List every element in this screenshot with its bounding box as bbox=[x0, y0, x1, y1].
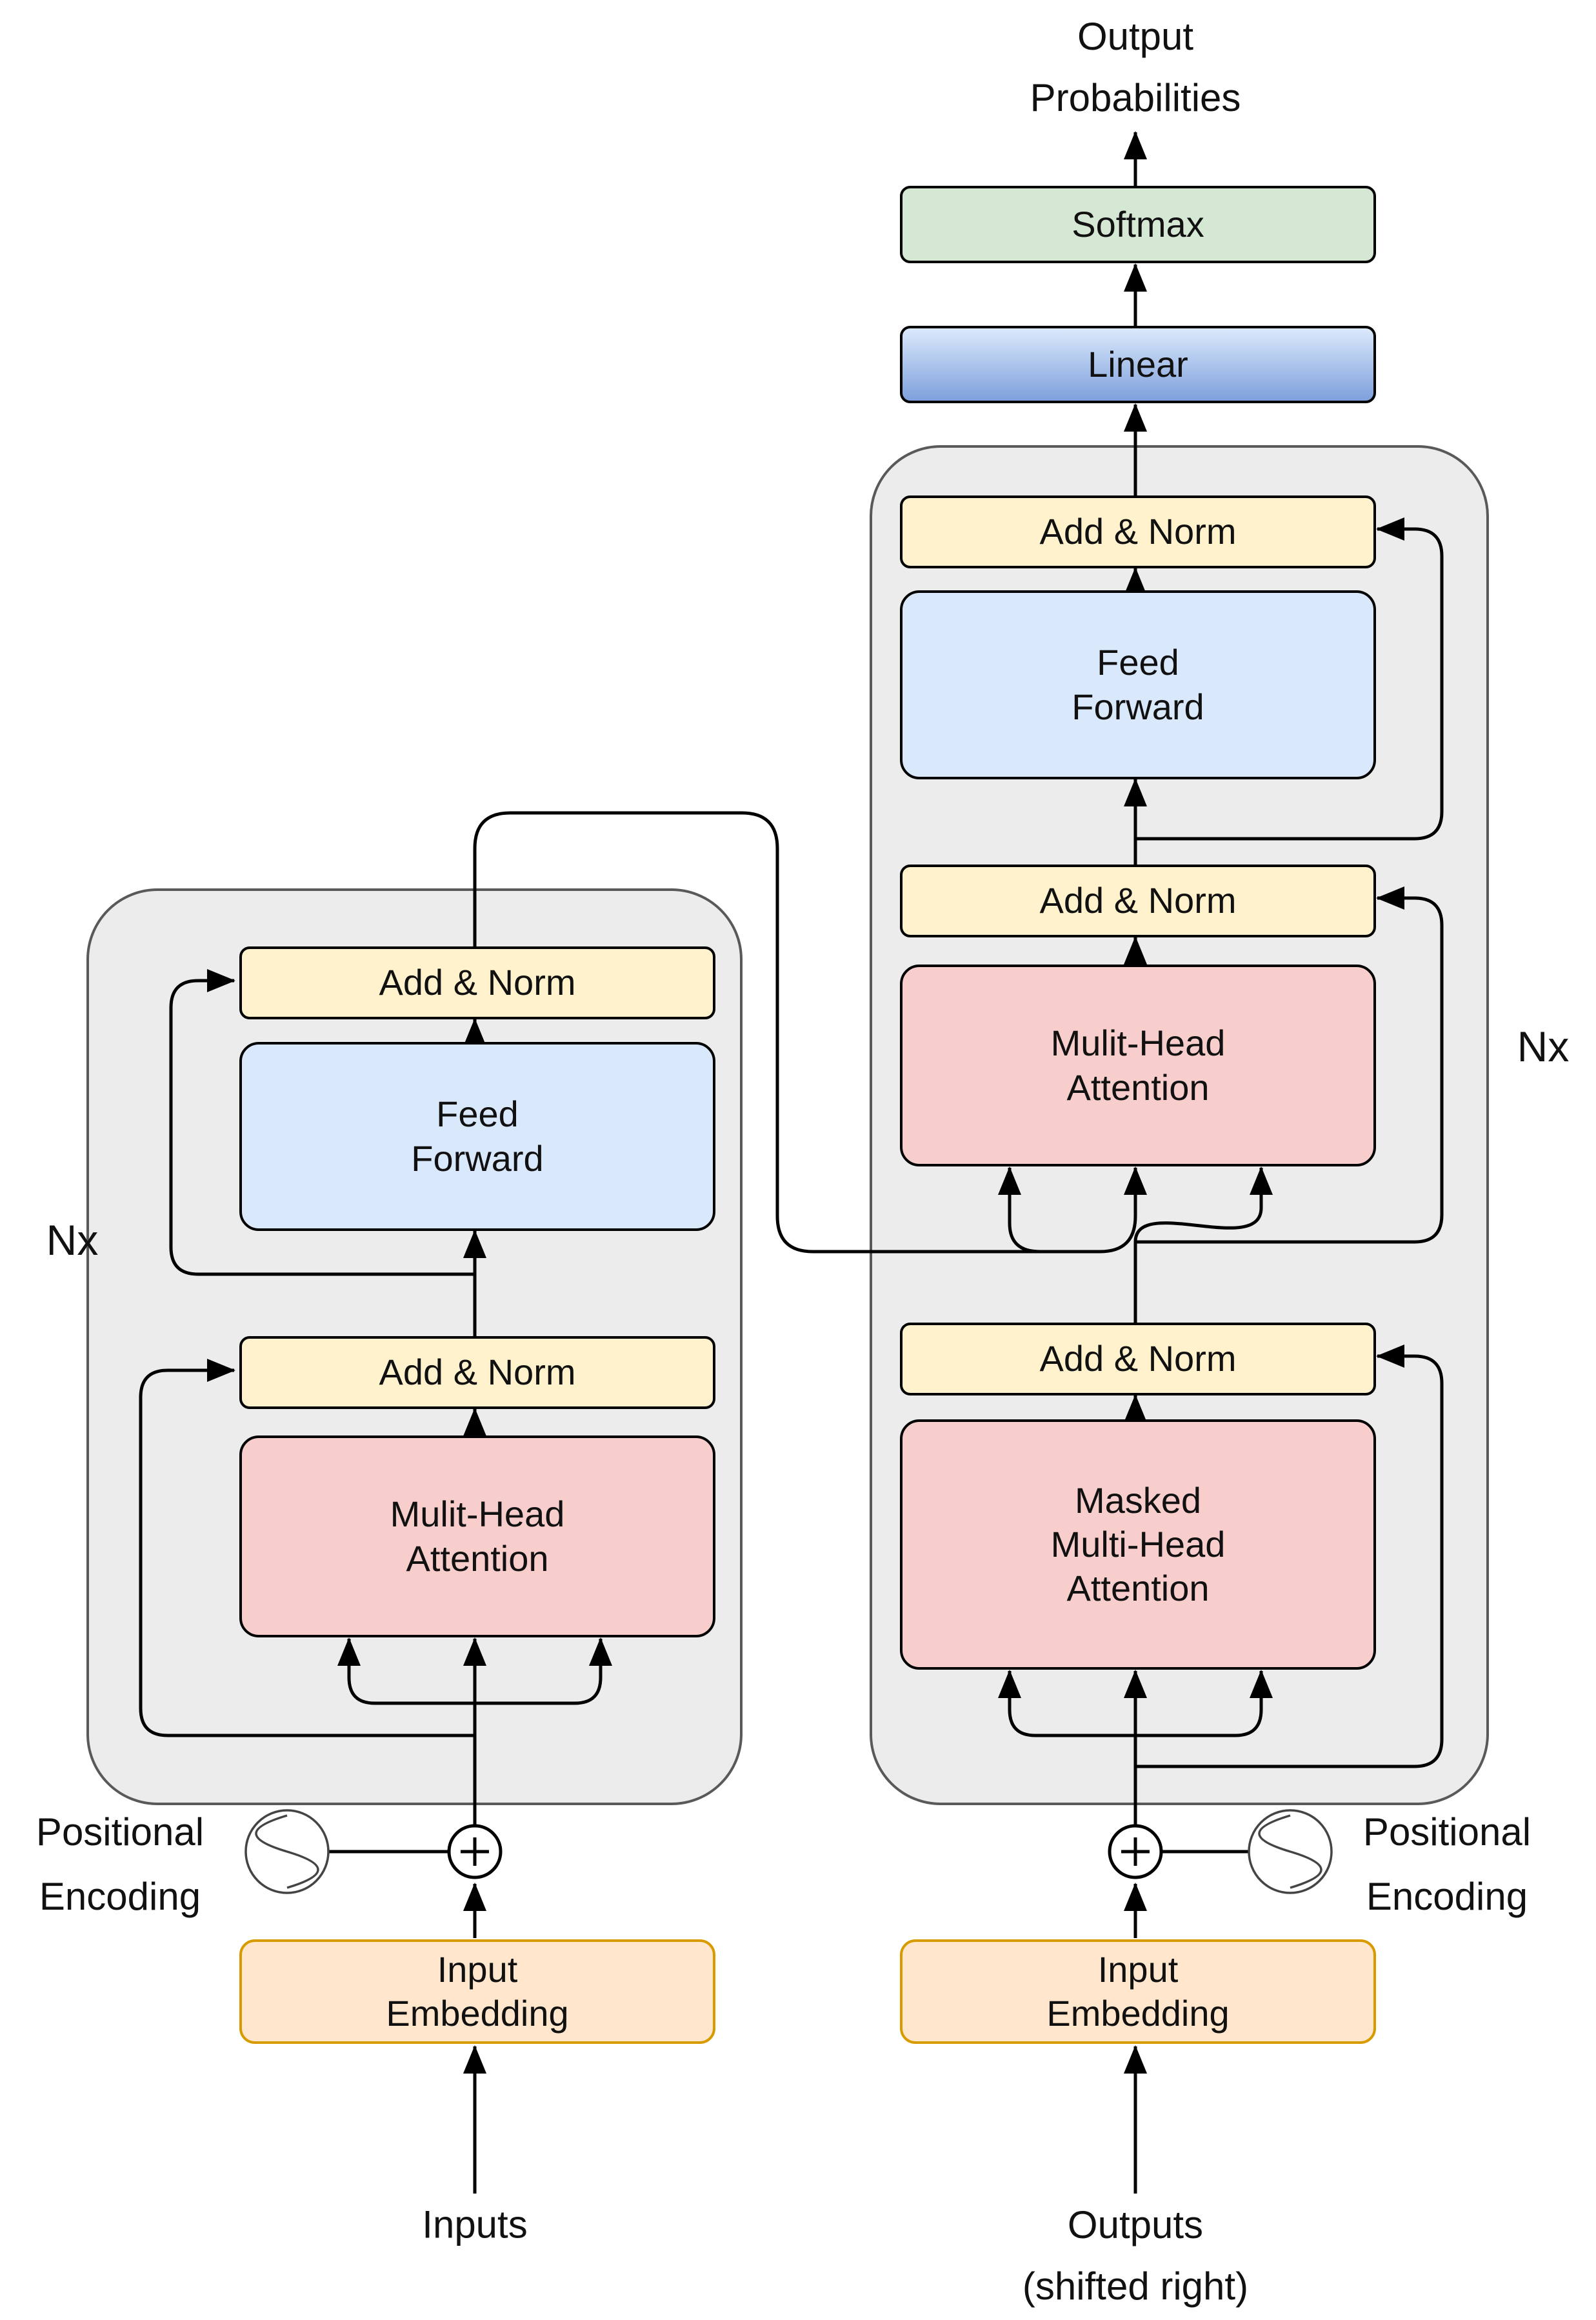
decoder-feed-forward-block: Feed Forward bbox=[900, 590, 1376, 779]
sine-wave-icon-right bbox=[1248, 1809, 1333, 1894]
sine-wave-icon-left bbox=[244, 1809, 330, 1894]
decoder-add-norm-top: Add & Norm bbox=[900, 495, 1376, 568]
connector-decoder-residual-middle bbox=[1135, 886, 1444, 1244]
connector-encoder-residual-lower bbox=[139, 1359, 475, 1737]
connector-encoder-residual-upper bbox=[169, 969, 475, 1276]
nx-label-decoder: Nx bbox=[1517, 1023, 1570, 1070]
connector-encoder-output-to-decoder-center bbox=[473, 811, 1147, 1254]
linear-block: Linear bbox=[900, 326, 1376, 403]
nx-label-encoder: Nx bbox=[46, 1216, 99, 1264]
positional-encoding-label-right: Positional Encoding bbox=[1362, 1810, 1531, 1918]
connector-encoder-output-to-decoder-left bbox=[998, 1166, 1041, 1254]
encoder-multi-head-attention-block: Mulit-Head Attention bbox=[239, 1435, 715, 1637]
inputs-label: Inputs bbox=[422, 2203, 528, 2246]
encoder-add-norm-bottom: Add & Norm bbox=[239, 1336, 715, 1409]
output-probabilities-label: Output Probabilities bbox=[1030, 15, 1241, 119]
decoder-add-norm-bottom: Add & Norm bbox=[900, 1323, 1376, 1395]
plus-circle-icon-right bbox=[1108, 1824, 1163, 1879]
outputs-shifted-right-label: Outputs (shifted right) bbox=[1022, 2203, 1249, 2308]
positional-encoding-label-left: Positional Encoding bbox=[35, 1810, 204, 1918]
encoder-feed-forward-block: Feed Forward bbox=[239, 1042, 715, 1231]
masked-multi-head-attention-block: Masked Multi-Head Attention bbox=[900, 1419, 1376, 1670]
plus-circle-icon-left bbox=[447, 1824, 503, 1879]
decoder-input-embedding-block: Input Embedding bbox=[900, 1939, 1376, 2044]
connector-decoder-query-scurve bbox=[1133, 1166, 1273, 1243]
connector-decoder-residual-upper bbox=[1135, 517, 1444, 841]
softmax-block: Softmax bbox=[900, 186, 1376, 263]
decoder-multi-head-attention-block: Mulit-Head Attention bbox=[900, 965, 1376, 1166]
connector-decoder-residual-lower bbox=[1135, 1345, 1444, 1768]
connector-decoder-qkv-bracket bbox=[998, 1670, 1273, 1737]
encoder-input-embedding-block: Input Embedding bbox=[239, 1939, 715, 2044]
connector-encoder-qkv-bracket bbox=[337, 1637, 612, 1705]
decoder-add-norm-middle: Add & Norm bbox=[900, 865, 1376, 937]
encoder-add-norm-top: Add & Norm bbox=[239, 946, 715, 1019]
